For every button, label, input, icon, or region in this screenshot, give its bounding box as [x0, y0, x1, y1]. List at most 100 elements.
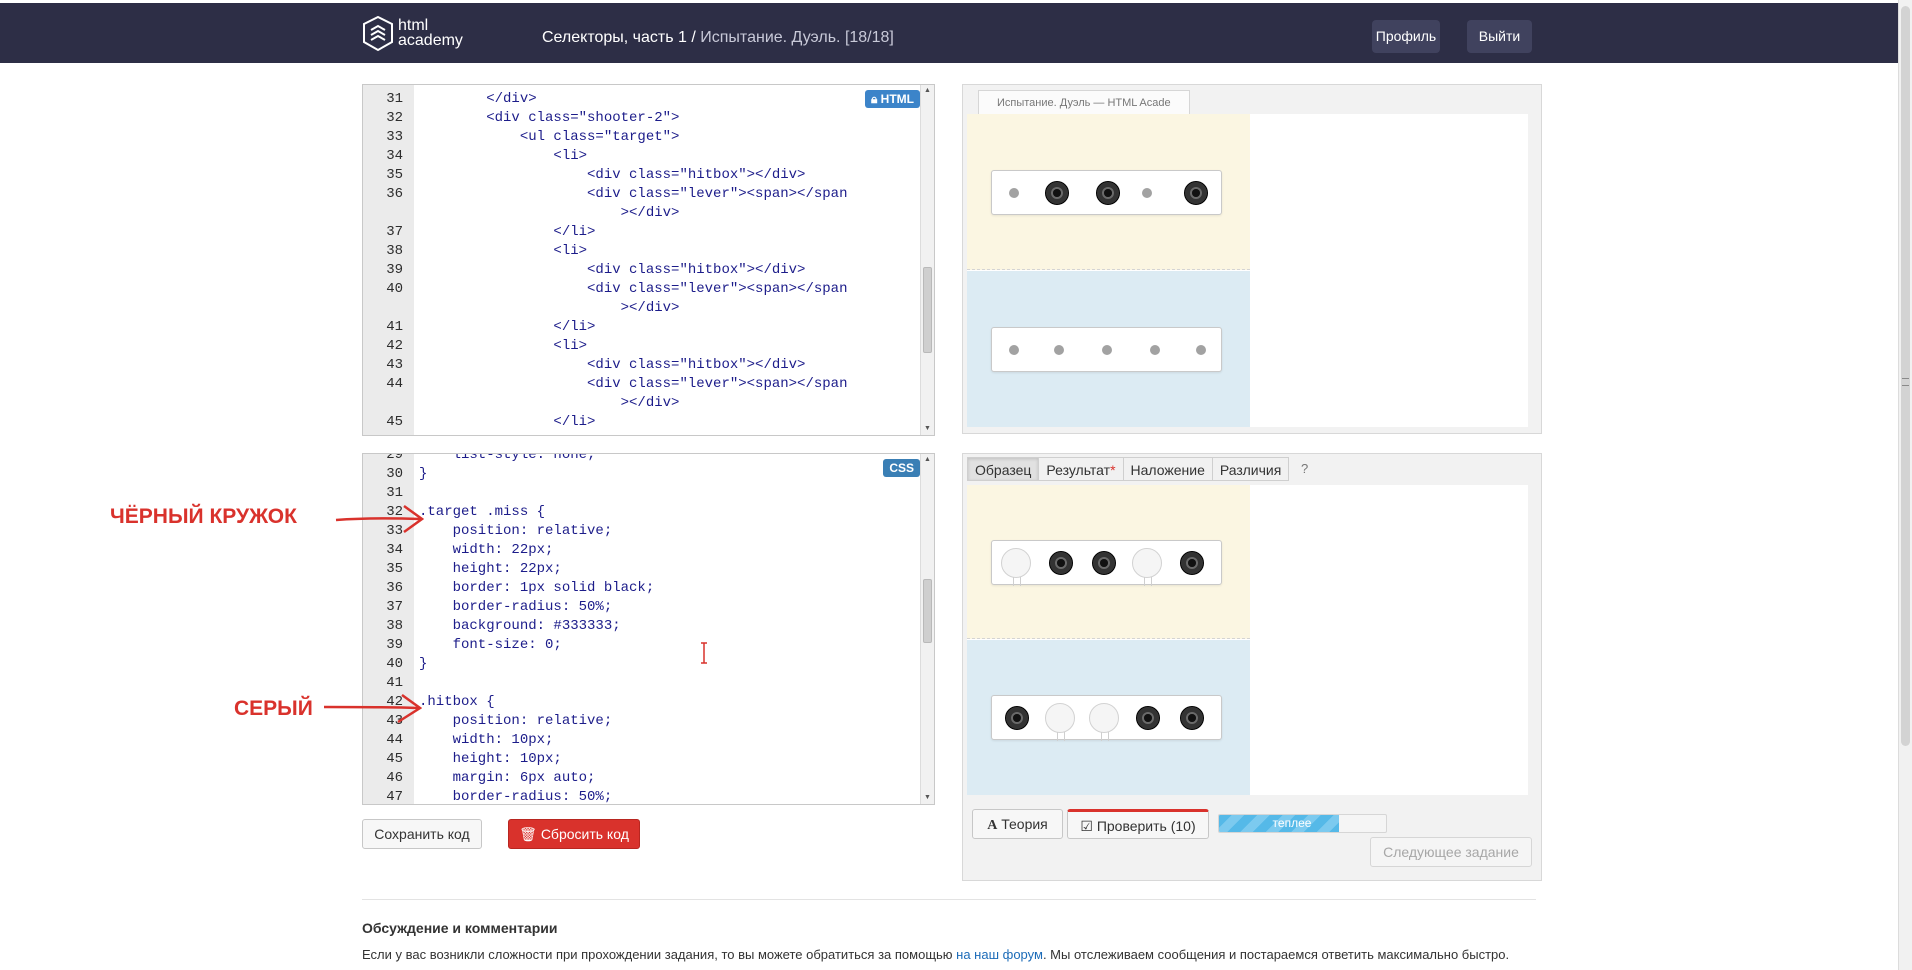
- code-line[interactable]: 42.hitbox {: [363, 693, 920, 712]
- code-line[interactable]: 47 border-radius: 50%;: [363, 788, 920, 805]
- code-line[interactable]: 32.target .miss {: [363, 503, 920, 522]
- code-line[interactable]: 33 position: relative;: [363, 522, 920, 541]
- scroll-down-arrow-icon[interactable]: ▼: [924, 794, 931, 801]
- html-editor-scrollbar[interactable]: ▲ ▼: [920, 85, 934, 435]
- code-text[interactable]: list-style: none;: [419, 453, 596, 463]
- scroll-up-arrow-icon[interactable]: ▲: [924, 456, 931, 463]
- code-text[interactable]: </li>: [419, 319, 596, 335]
- code-line[interactable]: 35 <div class="hitbox"></div>: [363, 166, 920, 185]
- code-text[interactable]: position: relative;: [419, 523, 613, 539]
- code-text[interactable]: <div class="hitbox"></div>: [419, 357, 806, 373]
- code-text[interactable]: .hitbox {: [419, 694, 495, 710]
- preview-tab-title[interactable]: Испытание. Дуэль — HTML Acade: [978, 90, 1190, 114]
- code-text[interactable]: </li>: [419, 414, 596, 430]
- code-text[interactable]: <div class="hitbox"></div>: [419, 262, 806, 278]
- help-icon[interactable]: ?: [1301, 461, 1309, 476]
- tab-overlay[interactable]: Наложение: [1122, 457, 1213, 481]
- code-text[interactable]: position: relative;: [419, 713, 613, 729]
- code-line[interactable]: 39 <div class="hitbox"></div>: [363, 261, 920, 280]
- code-line[interactable]: 41 </li>: [363, 318, 920, 337]
- next-task-button[interactable]: Следующее задание: [1370, 837, 1532, 867]
- code-text[interactable]: }: [419, 466, 428, 482]
- code-line[interactable]: 32 <div class="shooter-2">: [363, 109, 920, 128]
- line-number: 29: [386, 453, 403, 463]
- code-text[interactable]: .target .miss {: [419, 504, 546, 520]
- code-text[interactable]: <div class="lever"><span></span ></div>: [587, 186, 848, 221]
- breadcrumb-course[interactable]: Селекторы, часть 1: [542, 29, 687, 46]
- css-editor-scrollbar[interactable]: ▲ ▼: [920, 454, 934, 804]
- code-line[interactable]: 30}: [363, 465, 920, 484]
- tab-differences[interactable]: Различия: [1211, 457, 1290, 481]
- code-line[interactable]: 31: [363, 484, 920, 503]
- tab-sample[interactable]: Образец: [967, 457, 1040, 481]
- code-text[interactable]: <li>: [419, 243, 588, 259]
- code-text[interactable]: font-size: 0;: [419, 637, 562, 653]
- tab-result[interactable]: Результат*: [1038, 457, 1124, 481]
- code-line[interactable]: 34 <li>: [363, 147, 920, 166]
- html-editor-scroll-thumb[interactable]: [923, 267, 932, 353]
- code-text[interactable]: height: 10px;: [419, 751, 562, 767]
- code-line[interactable]: 36 <div class="lever"><span></span ></di…: [363, 185, 920, 223]
- html-editor-lines[interactable]: 31 </div>32 <div class="shooter-2">33 <u…: [363, 90, 920, 432]
- scroll-up-arrow-icon[interactable]: ▲: [924, 87, 931, 94]
- window-scrollbar[interactable]: [1898, 0, 1912, 970]
- code-text[interactable]: border: 1px solid black;: [419, 580, 655, 596]
- code-line[interactable]: 44 <div class="lever"><span></span ></di…: [363, 375, 920, 413]
- code-line[interactable]: 34 width: 22px;: [363, 541, 920, 560]
- code-text[interactable]: <div class="hitbox"></div>: [419, 167, 806, 183]
- theory-button[interactable]: A Теория: [972, 809, 1063, 839]
- window-scrollbar-thumb[interactable]: [1901, 6, 1910, 746]
- logo-text[interactable]: html academy: [398, 18, 463, 49]
- code-line[interactable]: 35 height: 22px;: [363, 560, 920, 579]
- code-line[interactable]: 45 height: 10px;: [363, 750, 920, 769]
- html-editor[interactable]: 31 </div>32 <div class="shooter-2">33 <u…: [362, 84, 935, 436]
- code-line[interactable]: 46 margin: 6px auto;: [363, 769, 920, 788]
- code-text[interactable]: margin: 6px auto;: [419, 770, 596, 786]
- code-text[interactable]: <li>: [419, 338, 588, 354]
- code-line[interactable]: 38 background: #333333;: [363, 617, 920, 636]
- code-line[interactable]: 36 border: 1px solid black;: [363, 579, 920, 598]
- code-text[interactable]: width: 10px;: [419, 732, 554, 748]
- css-editor-scroll-thumb[interactable]: [923, 579, 932, 643]
- code-text[interactable]: <ul class="target">: [419, 129, 680, 145]
- code-text[interactable]: </div>: [419, 91, 537, 107]
- code-line[interactable]: 41: [363, 674, 920, 693]
- code-line[interactable]: 37 </li>: [363, 223, 920, 242]
- code-text[interactable]: </li>: [419, 224, 596, 240]
- profile-button[interactable]: Профиль: [1372, 20, 1440, 53]
- code-line[interactable]: 43 position: relative;: [363, 712, 920, 731]
- code-line[interactable]: 39 font-size: 0;: [363, 636, 920, 655]
- code-line[interactable]: 42 <li>: [363, 337, 920, 356]
- code-text[interactable]: <div class="shooter-2">: [419, 110, 680, 126]
- logout-button[interactable]: Выйти: [1467, 20, 1532, 53]
- code-line[interactable]: 29 list-style: none;: [363, 453, 920, 465]
- save-code-button[interactable]: Сохранить код: [362, 819, 482, 849]
- code-line[interactable]: 45 </li>: [363, 413, 920, 432]
- line-number: 45: [386, 751, 403, 767]
- reset-code-button[interactable]: 🗑︎ Сбросить код: [508, 819, 640, 849]
- code-line[interactable]: 38 <li>: [363, 242, 920, 261]
- html-academy-logo-icon[interactable]: [362, 16, 394, 52]
- scroll-down-arrow-icon[interactable]: ▼: [924, 425, 931, 432]
- code-text[interactable]: }: [419, 656, 428, 672]
- code-text[interactable]: height: 22px;: [419, 561, 562, 577]
- code-text[interactable]: background: #333333;: [419, 618, 621, 634]
- code-line[interactable]: 44 width: 10px;: [363, 731, 920, 750]
- code-line[interactable]: 37 border-radius: 50%;: [363, 598, 920, 617]
- code-line[interactable]: 31 </div>: [363, 90, 920, 109]
- code-line[interactable]: 40}: [363, 655, 920, 674]
- target-miss-circle: [1136, 705, 1160, 730]
- code-text[interactable]: <li>: [419, 148, 588, 164]
- code-line[interactable]: 40 <div class="lever"><span></span ></di…: [363, 280, 920, 318]
- code-text[interactable]: <div class="lever"><span></span ></div>: [587, 281, 848, 316]
- code-text[interactable]: border-radius: 50%;: [419, 599, 613, 615]
- code-text[interactable]: <div class="lever"><span></span ></div>: [587, 376, 848, 411]
- check-button[interactable]: ☑︎ Проверить (10): [1067, 809, 1209, 839]
- forum-link[interactable]: на наш форум: [956, 947, 1043, 962]
- code-text[interactable]: width: 22px;: [419, 542, 554, 558]
- code-line[interactable]: 33 <ul class="target">: [363, 128, 920, 147]
- code-text[interactable]: border-radius: 50%;: [419, 789, 613, 805]
- code-line[interactable]: 43 <div class="hitbox"></div>: [363, 356, 920, 375]
